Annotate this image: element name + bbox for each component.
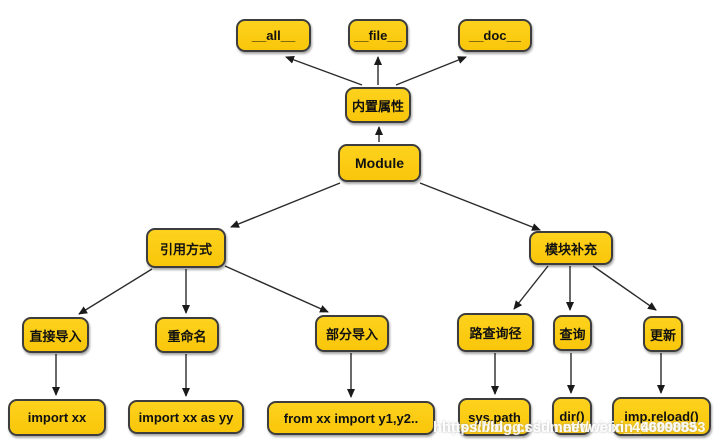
node-from-xx-import: from xx import y1,y2.. <box>267 401 435 435</box>
node-direct-import: 直接导入 <box>22 317 89 353</box>
node-all: __all__ <box>236 19 311 52</box>
edge-module-to-module-supplement <box>419 182 541 231</box>
node-import-xx-as-yy: import xx as yy <box>128 400 244 434</box>
node-doc: __doc__ <box>458 19 532 52</box>
node-partial-import: 部分导入 <box>315 315 389 352</box>
node-module: Module <box>338 144 421 182</box>
node-dir: dir() <box>552 397 592 435</box>
edge-reference-methods-to-partial-import <box>224 265 329 313</box>
edge-module-to-reference-methods <box>230 182 341 228</box>
node-import-xx: import xx <box>8 399 106 436</box>
node-query: 查询 <box>553 315 592 351</box>
edge-builtin-attrs-to-all <box>285 56 363 86</box>
node-search-path: 路查询径 <box>457 313 534 352</box>
node-sys-path: sys.path <box>458 398 531 436</box>
edge-module-supplement-to-update <box>592 265 657 311</box>
node-module-supplement: 模块补充 <box>529 231 613 265</box>
edge-builtin-attrs-to-doc <box>395 56 467 86</box>
node-reference-methods: 引用方式 <box>146 228 226 268</box>
node-builtin-attrs: 内置属性 <box>345 87 411 123</box>
node-rename: 重命名 <box>155 317 219 353</box>
node-update: 更新 <box>643 316 683 352</box>
node-imp-reload: imp.reload() <box>612 397 711 436</box>
node-file: __file__ <box>348 19 408 52</box>
edge-module-supplement-to-search-path <box>513 265 549 310</box>
edge-reference-methods-to-direct-import <box>78 268 153 315</box>
